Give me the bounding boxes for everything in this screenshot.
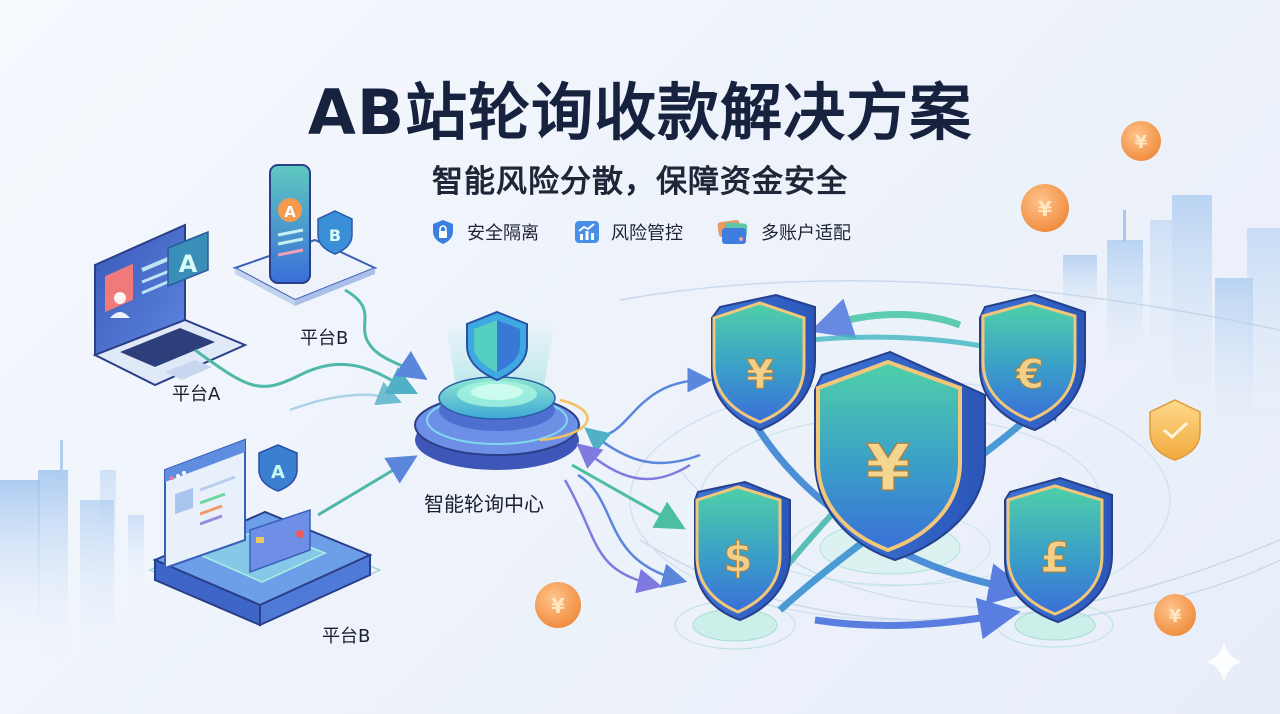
- city-skyline-left-icon: [0, 440, 144, 660]
- feature-label: 多账户适配: [761, 223, 851, 244]
- page-title: AB站轮询收款解决方案: [307, 76, 973, 149]
- currency-shield-pound-bottom-right-icon: £: [1004, 476, 1113, 624]
- svg-text:B: B: [329, 226, 341, 245]
- svg-text:£: £: [1040, 533, 1069, 582]
- currency-shield-euro-top-right-icon: €: [979, 293, 1086, 432]
- coin-yen-icon: ¥: [1021, 184, 1069, 232]
- arrow-laptop-to-hub: [194, 348, 419, 395]
- coin-yen-icon: ¥: [1121, 121, 1161, 161]
- feature-label: 风险管控: [611, 223, 683, 244]
- svg-text:A: A: [271, 462, 285, 483]
- feature-multi-account: 多账户适配: [717, 218, 851, 246]
- chart-growth-icon: [575, 221, 599, 243]
- currency-shield-yen-top-left-icon: ¥: [711, 293, 816, 432]
- feature-security-isolation: 安全隔离: [429, 218, 539, 246]
- cards-icon: [717, 219, 748, 244]
- server-platform-b-icon: A: [148, 438, 382, 627]
- coin-yen-icon: ¥: [1154, 594, 1196, 636]
- svg-text:¥: ¥: [551, 594, 565, 618]
- feature-list: 安全隔离 风险管控 多账户适配: [0, 218, 1280, 246]
- svg-text:¥: ¥: [866, 432, 911, 506]
- polling-hub-icon: [414, 310, 589, 470]
- feature-risk-control: 风险管控: [573, 218, 683, 246]
- platform-b-phone-label: 平台B: [300, 328, 349, 349]
- svg-text:A: A: [284, 203, 296, 221]
- svg-text:¥: ¥: [1038, 197, 1052, 221]
- svg-text:¥: ¥: [1169, 606, 1182, 627]
- hub-label: 智能轮询中心: [424, 492, 544, 516]
- svg-text:€: €: [1015, 352, 1044, 398]
- svg-text:¥: ¥: [746, 352, 774, 398]
- svg-text:A: A: [179, 250, 198, 278]
- arrow-phone-to-hub: [344, 288, 428, 380]
- coin-yen-icon: ¥: [535, 582, 581, 628]
- svg-text:$: $: [723, 533, 752, 582]
- sparkle-icon: [1206, 642, 1242, 682]
- shield-lock-icon: [433, 220, 453, 244]
- currency-shield-yen-center-icon: ¥: [814, 350, 986, 562]
- page-subtitle: 智能风险分散，保障资金安全: [432, 164, 848, 200]
- svg-text:¥: ¥: [1135, 132, 1148, 153]
- laptop-platform-a-icon: A: [92, 223, 248, 387]
- platform-a-label: 平台A: [172, 384, 221, 405]
- phone-platform-b-icon: A B: [232, 164, 378, 306]
- arrow-server-to-hub: [317, 455, 418, 517]
- check-shield-icon: [1149, 399, 1201, 461]
- city-skyline-right-icon: [1063, 195, 1280, 428]
- currency-shield-dollar-bottom-left-icon: $: [694, 480, 791, 622]
- feature-label: 安全隔离: [467, 223, 539, 244]
- platform-b-server-label: 平台B: [322, 626, 371, 647]
